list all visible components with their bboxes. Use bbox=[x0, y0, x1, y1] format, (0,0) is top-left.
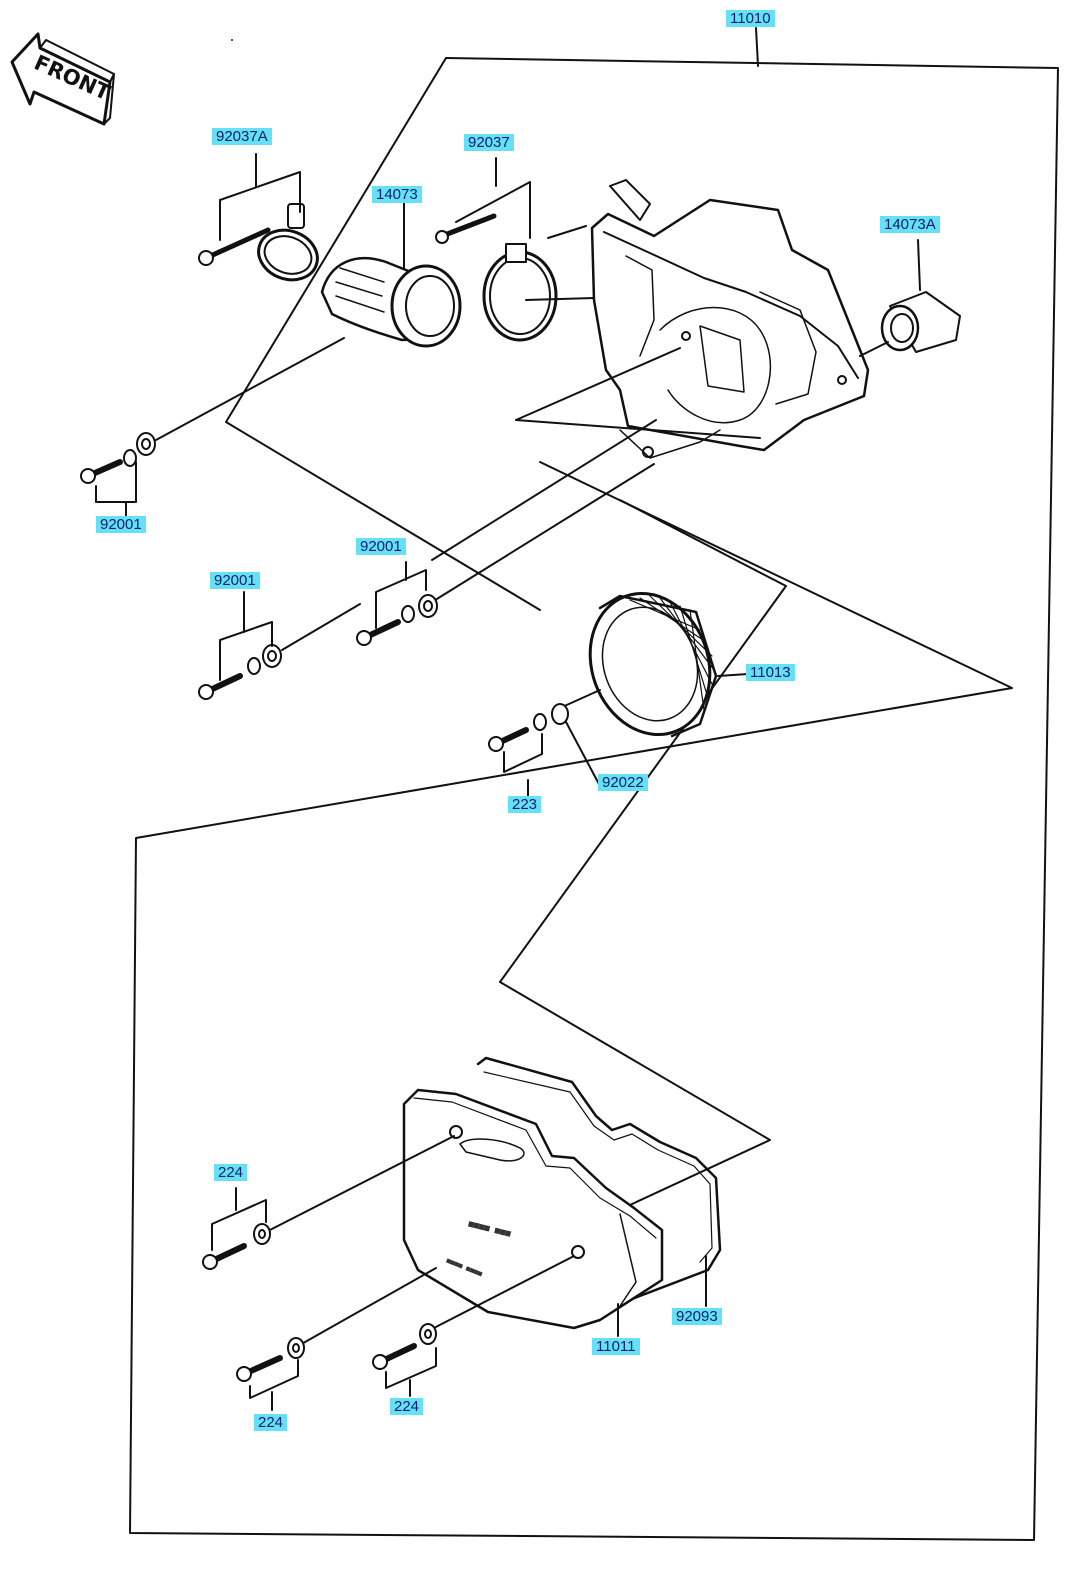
part-label-14073a[interactable]: 14073A bbox=[880, 216, 940, 233]
part-label-11013[interactable]: 11013 bbox=[746, 664, 795, 681]
bolt-set-92001-c bbox=[198, 591, 361, 700]
intake-duct-14073 bbox=[155, 201, 462, 441]
air-cleaner-cover-11011: ■■■■ ■■■ ■■■■ ■■■■ bbox=[265, 1088, 664, 1347]
part-label-11010[interactable]: 11010 bbox=[726, 10, 775, 27]
cover-gasket-92093 bbox=[476, 1056, 722, 1307]
screw-224-c bbox=[372, 1323, 437, 1397]
washer-92022 bbox=[551, 703, 601, 787]
part-label-11011[interactable]: 11011 bbox=[592, 1338, 640, 1355]
part-label-224-lower-right[interactable]: 224 bbox=[390, 1398, 424, 1415]
screw-223 bbox=[488, 713, 547, 797]
air-cleaner-housing bbox=[431, 179, 870, 603]
filter-outline bbox=[499, 499, 787, 983]
screw-224-a bbox=[202, 1187, 271, 1270]
bolt-set-92001-b bbox=[356, 561, 438, 646]
assembly-outline bbox=[129, 27, 1059, 1541]
bolt-set-92001-a bbox=[80, 432, 156, 521]
filter-element-11013 bbox=[559, 591, 749, 738]
part-label-92022[interactable]: 92022 bbox=[598, 774, 648, 791]
screw-224-b bbox=[236, 1337, 305, 1411]
part-label-92001-center[interactable]: 92001 bbox=[356, 538, 406, 555]
clamp-92037 bbox=[435, 157, 595, 342]
part-label-92001-left[interactable]: 92001 bbox=[210, 572, 260, 589]
front-arrow-icon: FRONT bbox=[10, 32, 115, 126]
part-label-223[interactable]: 223 bbox=[508, 796, 542, 813]
part-label-224-lower-left[interactable]: 224 bbox=[254, 1414, 288, 1431]
part-label-92037a[interactable]: 92037A bbox=[212, 128, 272, 145]
part-label-92037[interactable]: 92037 bbox=[464, 134, 514, 151]
part-label-92001-top[interactable]: 92001 bbox=[96, 516, 146, 533]
part-label-92093[interactable]: 92093 bbox=[672, 1308, 722, 1325]
grommet-14073a bbox=[859, 239, 961, 357]
part-label-224-upper[interactable]: 224 bbox=[214, 1164, 248, 1181]
clamp-92037a bbox=[198, 153, 319, 282]
part-label-14073[interactable]: 14073 bbox=[372, 186, 422, 203]
